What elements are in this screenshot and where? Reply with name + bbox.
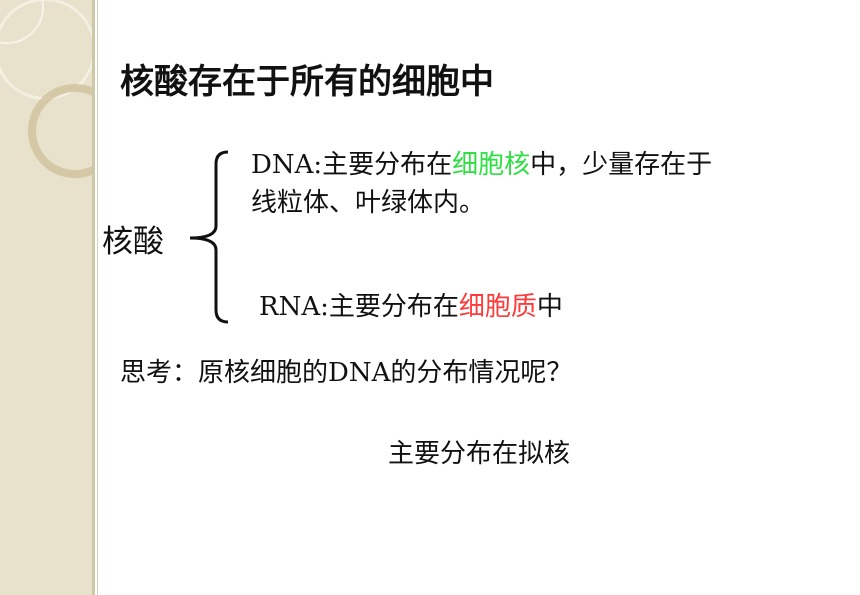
dna-text-before: 主要分布在	[322, 150, 453, 180]
rna-highlight: 细胞质	[458, 292, 537, 322]
dna-prefix: DNA:	[251, 150, 323, 180]
answer-text: 主要分布在拟核	[388, 439, 571, 469]
nucleic-acid-label: 核酸	[102, 224, 164, 260]
dna-highlight: 细胞核	[452, 150, 531, 180]
dna-line-1: DNA:主要分布在细胞核中，少量存在于	[251, 146, 712, 184]
rna-description: RNA:主要分布在细胞质中	[259, 286, 563, 323]
think-question: 思考：原核细胞的DNA的分布情况呢？	[120, 352, 572, 389]
dna-text-after: 中，少量存在于	[530, 150, 713, 180]
decorative-ring	[28, 84, 92, 178]
slide-title: 核酸存在于所有的细胞中	[120, 62, 494, 102]
sidebar-divider	[97, 0, 98, 595]
question-before: 原核细胞的	[198, 358, 329, 388]
rna-text-after: 中	[536, 292, 563, 322]
question-abbr: DNA	[328, 358, 391, 388]
rna-text-before: 主要分布在	[328, 292, 459, 322]
curly-brace-icon	[189, 150, 229, 324]
dna-line-2: 线粒体、叶绿体内。	[251, 188, 486, 218]
dna-description: DNA:主要分布在细胞核中，少量存在于 线粒体、叶绿体内。	[251, 146, 712, 222]
think-label: 思考：	[120, 358, 199, 388]
question-after: 的分布情况呢？	[390, 358, 573, 388]
rna-prefix: RNA:	[259, 292, 329, 322]
sidebar-divider	[92, 0, 95, 595]
decorative-sidebar	[0, 0, 92, 595]
